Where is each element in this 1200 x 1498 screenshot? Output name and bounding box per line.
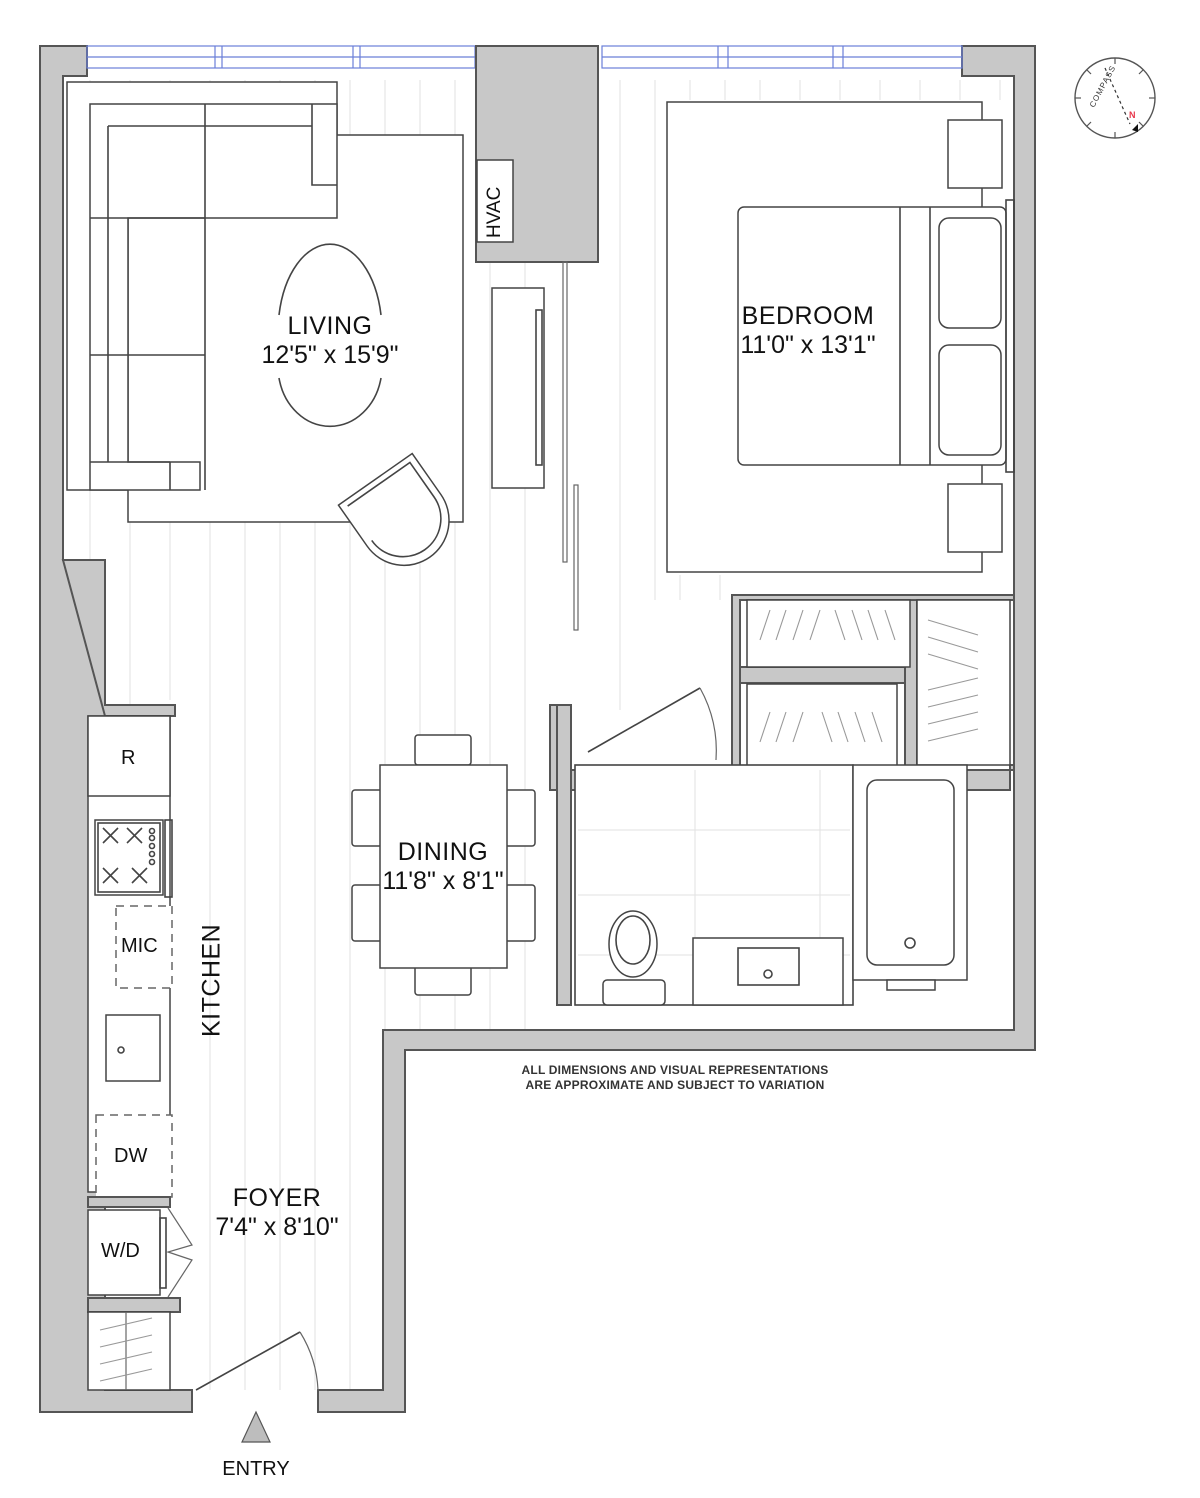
nightstand-bottom <box>947 483 1003 553</box>
dishwasher-label: DW <box>114 1145 148 1167</box>
nightstand-top <box>947 119 1003 189</box>
dining-dimensions: 11'8" x 8'1" <box>382 866 504 895</box>
dining-name: DINING <box>397 838 489 866</box>
closet-1 <box>746 599 911 668</box>
bedroom-dimensions: 11'0" x 13'1" <box>740 330 876 359</box>
hvac-unit <box>476 159 514 243</box>
linen-hatch <box>99 1317 153 1382</box>
coffee-table <box>278 243 382 316</box>
disclaimer: ALL DIMENSIONS AND VISUAL REPRESENTATION… <box>470 1063 880 1093</box>
hvac-label: HVAC <box>484 186 505 238</box>
entry-arrow-icon <box>241 1410 271 1443</box>
bedroom-label: BEDROOM 11'0" x 13'1" <box>708 302 908 360</box>
pillow-1 <box>938 217 1002 329</box>
bedroom-name: BEDROOM <box>741 302 875 330</box>
dining-set <box>351 734 536 996</box>
pillow-2 <box>938 344 1002 456</box>
disclaimer-line-1: ALL DIMENSIONS AND VISUAL REPRESENTATION… <box>521 1063 829 1077</box>
microwave-label: MIC <box>121 935 158 957</box>
washer-dryer <box>87 1209 161 1296</box>
toilet <box>602 910 666 1006</box>
refrigerator-label: R <box>121 747 136 769</box>
dining-label: DINING 11'8" x 8'1" <box>343 838 543 896</box>
kitchen-label: KITCHEN <box>197 923 226 1037</box>
cooktop <box>94 819 164 896</box>
closet-3 <box>916 599 1011 766</box>
entry-door <box>195 1331 301 1391</box>
linen-closet <box>87 1311 171 1391</box>
foyer-dimensions: 7'4" x 8'10" <box>215 1212 339 1241</box>
foyer-label: FOYER 7'4" x 8'10" <box>177 1184 377 1242</box>
vanity <box>692 937 844 1006</box>
burners <box>102 827 156 884</box>
closet-2 <box>746 683 898 771</box>
microwave <box>115 905 173 989</box>
armchair <box>337 452 450 567</box>
washer-dryer-label: W/D <box>101 1240 140 1262</box>
svg-text:N: N <box>1129 110 1136 120</box>
living-name: LIVING <box>287 312 373 340</box>
closet-hangers <box>759 609 979 743</box>
bathroom-door <box>587 687 701 753</box>
compass-icon: N COMPASS <box>1074 57 1156 139</box>
disclaimer-line-2: ARE APPROXIMATE AND SUBJECT TO VARIATION <box>525 1078 825 1092</box>
living-dimensions: 12'5" x 15'9" <box>261 340 399 369</box>
foyer-name: FOYER <box>232 1184 322 1212</box>
entry-label: ENTRY <box>222 1458 290 1480</box>
dishwasher <box>95 1114 173 1198</box>
sliding-partition <box>562 261 568 563</box>
refrigerator <box>87 715 171 797</box>
sink <box>105 1014 161 1082</box>
living-label: LIVING 12'5" x 15'9" <box>230 312 430 370</box>
